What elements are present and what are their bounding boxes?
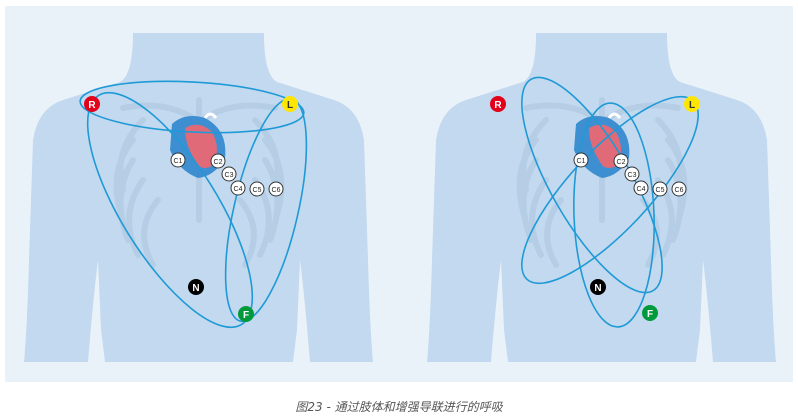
loop-lead-I	[79, 80, 305, 134]
electrode-C3	[624, 166, 640, 182]
electrode-F-right: F	[642, 305, 658, 321]
label-C5: C5	[656, 187, 665, 194]
electrode-R-left: R	[84, 96, 100, 112]
electrode-label: N	[594, 283, 601, 294]
electrode-C3	[221, 166, 237, 182]
electrode-label: L	[689, 100, 695, 111]
label-C3: C3	[628, 172, 637, 179]
electrode-C5	[249, 181, 265, 197]
label-C2: C2	[214, 159, 223, 166]
electrode-C6	[268, 181, 284, 197]
label-C2: C2	[617, 159, 626, 166]
electrode-C6	[671, 181, 687, 197]
electrode-N-left: N	[188, 279, 204, 295]
loop-aVF	[573, 102, 655, 328]
label-C4: C4	[234, 186, 243, 193]
electrode-C1	[170, 152, 186, 168]
label-C1: C1	[577, 158, 586, 165]
label-C3: C3	[225, 172, 234, 179]
electrode-label: R	[494, 100, 502, 111]
electrode-F-left: F	[238, 306, 254, 322]
label-C5: C5	[253, 187, 262, 194]
electrode-C2	[210, 153, 226, 169]
electrode-C5	[652, 181, 668, 197]
figure-caption: 图23 - 通过肢体和增强导联进行的呼吸	[295, 400, 503, 414]
loop-lead-II	[86, 91, 254, 329]
electrode-C4	[633, 180, 649, 196]
electrode-label: N	[192, 283, 199, 294]
chest-electrodes-right	[573, 152, 687, 197]
label-C6: C6	[272, 187, 281, 194]
electrode-R-right: R	[490, 96, 506, 112]
chest-electrodes-left	[170, 152, 284, 197]
label-C6: C6	[675, 187, 684, 194]
label-C4: C4	[637, 186, 646, 193]
electrode-label: F	[647, 309, 653, 320]
electrode-L-right: L	[684, 96, 700, 112]
chest-labels-left: C1 C2 C3 C4 C5 C6	[174, 158, 281, 194]
electrode-L-left: L	[282, 96, 298, 112]
torso-right: R L N F C1 C2 C3 C4 C5 C6	[427, 33, 776, 362]
chest-labels-right: C1 C2 C3 C4 C5 C6	[577, 158, 684, 194]
electrode-label: R	[88, 100, 96, 111]
electrode-C1	[573, 152, 589, 168]
electrode-label: L	[287, 100, 293, 111]
electrode-C4	[230, 180, 246, 196]
electrode-C2	[613, 153, 629, 169]
label-C1: C1	[174, 158, 183, 165]
electrode-label: F	[243, 310, 249, 321]
torso-left: R L N F C1 C2 C3 C4 C5 C6	[24, 33, 373, 362]
electrode-N-right: N	[590, 279, 606, 295]
